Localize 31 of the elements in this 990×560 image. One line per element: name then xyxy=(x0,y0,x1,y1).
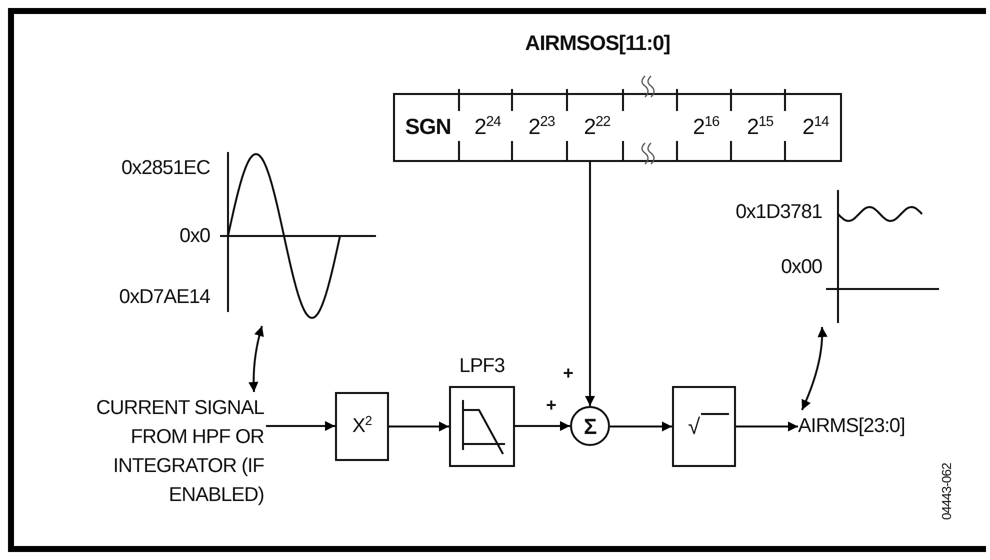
axis-value: 0x0 xyxy=(180,226,210,246)
bit-weight: 2$^{16}$ xyxy=(692,116,720,138)
signal-label: CURRENT SIGNAL FROM HPF OR INTEGRATOR (IF ENABLED) xyxy=(95,396,264,508)
block-label: LPF3 xyxy=(458,356,506,376)
axis-value: 0x1D3781 xyxy=(736,202,822,222)
leader-arrow xyxy=(801,326,828,410)
axis-value: 0x2851EC xyxy=(121,158,210,178)
sigma-symbol: Σ xyxy=(582,416,598,438)
arrow xyxy=(266,421,335,431)
register-name: AIRMSOS[11:0] xyxy=(525,33,670,54)
axis-value: 0xD7AE14 xyxy=(119,287,210,307)
square-root-block xyxy=(672,386,736,467)
arrow xyxy=(610,422,672,432)
square-block xyxy=(335,392,389,461)
bit-weight: 2$^{23}$ xyxy=(527,116,556,138)
bit-weight: 2$^{15}$ xyxy=(746,116,774,138)
bit-weight: 2$^{14}$ xyxy=(801,116,830,138)
block-label: X$^{2}$ xyxy=(351,416,373,436)
arrow xyxy=(585,162,595,406)
bit-weight: 2$^{22}$ xyxy=(582,116,612,138)
summing-junction xyxy=(570,406,610,446)
arrow xyxy=(515,421,570,431)
arrow xyxy=(736,422,798,432)
leader-arrow xyxy=(248,326,264,392)
bit-weight: SGN xyxy=(404,116,452,138)
bit-weight: 2$^{24}$ xyxy=(473,116,502,138)
arrow xyxy=(389,422,449,432)
axis-value: 0x00 xyxy=(781,257,822,277)
figure-number: 04443-062 xyxy=(940,463,953,520)
square-root-symbol: √ xyxy=(688,416,700,438)
output-label: AIRMS[23:0] xyxy=(798,416,905,436)
